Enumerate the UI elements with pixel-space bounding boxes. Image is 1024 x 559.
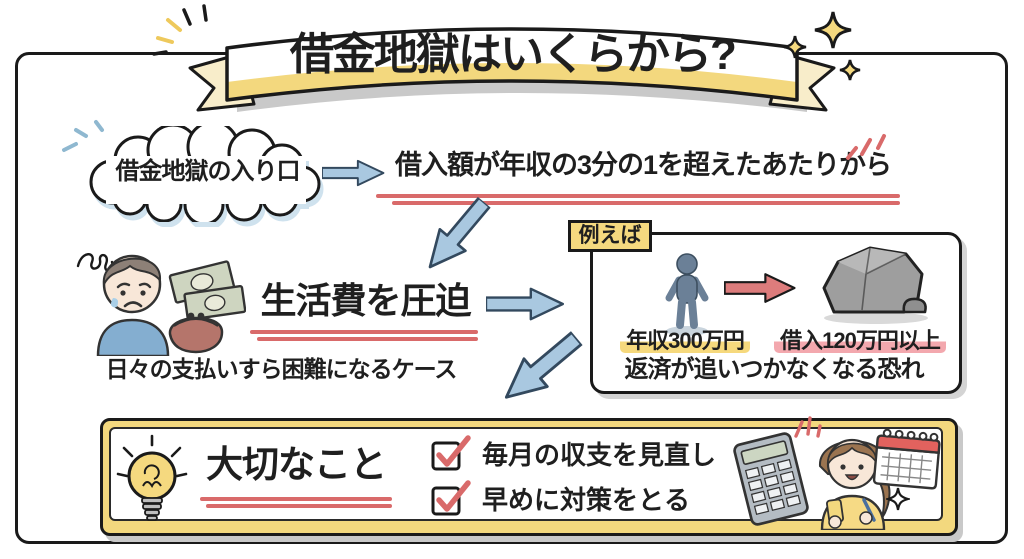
checklist-item-2: 早めに対策をとる	[430, 479, 690, 517]
arrow-down-left-icon	[504, 331, 583, 399]
arrow-right-icon	[322, 159, 385, 187]
arrow-down-left-icon	[428, 196, 491, 269]
red-emphasis-icon	[794, 416, 822, 438]
debt-highlight: 借入120万円以上	[774, 328, 946, 353]
entry-label: 借金地獄の入り口	[115, 158, 301, 185]
rock-icon	[822, 246, 928, 324]
arrow-right-icon	[486, 287, 564, 321]
income-highlight: 年収300万円	[620, 328, 750, 353]
red-arrow-icon	[724, 273, 796, 303]
important-heading: 大切なこと	[206, 444, 387, 485]
pressure-heading: 生活費を圧迫	[260, 280, 471, 321]
ribbon-banner-icon	[188, 27, 836, 112]
entry-threshold-text: 借入額が年収の3分の1を超えたあたりから	[394, 150, 892, 180]
person-silhouette-icon	[665, 253, 709, 336]
calculator-icon	[733, 432, 809, 526]
sparkle-icon	[886, 487, 910, 511]
lightbulb-icon	[116, 434, 188, 521]
red-underline	[250, 330, 478, 341]
red-underline	[376, 194, 900, 205]
cloud-icon	[89, 126, 321, 222]
sparkle-lines-icon	[152, 4, 208, 56]
example-debt-label: 借入120万円以上	[770, 328, 950, 353]
checked-checkbox-icon	[431, 435, 471, 471]
pressure-caption: 日々の支払いすら困難になるケース	[105, 356, 458, 382]
red-dash-icon	[846, 134, 886, 160]
example-risk-text: 返済が追いつかなくなる恐れ	[624, 356, 925, 383]
sparkle-stars-icon	[783, 11, 861, 81]
red-underline	[200, 497, 392, 508]
example-income-label: 年収300万円	[600, 328, 770, 353]
checklist-item-1-label: 毎月の収支を見直し	[482, 439, 717, 470]
calendar-icon	[872, 428, 941, 490]
checklist-item-1: 毎月の収支を見直し	[430, 434, 716, 472]
page-title: 借金地獄はいくらから?	[290, 30, 737, 79]
checklist-item-2-label: 早めに対策をとる	[482, 484, 691, 515]
example-label-tag: 例えば	[568, 220, 652, 252]
woman-icon	[818, 438, 891, 530]
checked-checkbox-icon	[431, 480, 471, 516]
worried-person-icon	[76, 253, 246, 356]
blue-dash-icon	[62, 120, 104, 152]
